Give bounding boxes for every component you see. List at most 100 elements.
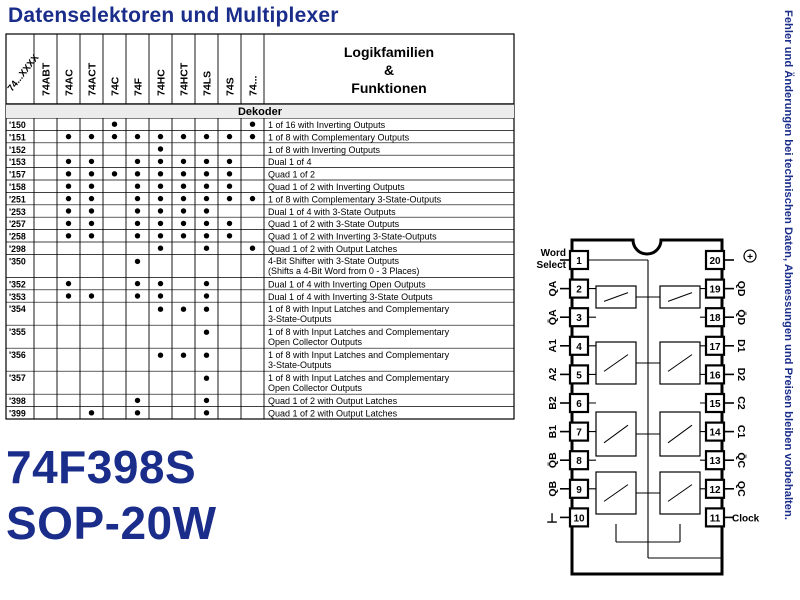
function-description: Quad 1 of 2 with Inverting 3-State-Outpu… [268, 232, 437, 242]
pin-label: Q̄B [547, 452, 559, 468]
availability-dot [111, 171, 118, 177]
availability-dot [65, 133, 72, 140]
availability-dot [180, 183, 187, 189]
availability-dot [203, 245, 210, 251]
pin-number: 1 [576, 256, 582, 267]
part-code: '257 [9, 219, 26, 229]
pin-label: D1 [735, 339, 747, 353]
column-header: 74HCT [179, 62, 191, 96]
function-description: 1 of 8 with Complementary 3-State-Output… [268, 194, 442, 204]
availability-dot [203, 410, 210, 416]
availability-dot [134, 220, 141, 227]
pin-number: 11 [710, 513, 721, 524]
pin-number: 16 [709, 370, 721, 381]
availability-dot [88, 171, 95, 177]
availability-dot [226, 133, 233, 140]
pin-label: A2 [547, 368, 559, 382]
availability-dot [88, 133, 95, 140]
part-code: '157 [9, 170, 26, 180]
availability-dot [157, 171, 164, 177]
pin-label: QC [735, 481, 747, 497]
column-header: 74ACT [87, 62, 99, 96]
function-description: Quad 1 of 2 with Output Latches [268, 409, 398, 419]
side-note: Fehler und Änderungen bei technischen Da… [779, 10, 797, 595]
function-description: 3-State-Outputs [268, 314, 332, 324]
function-description: 1 of 8 with Complementary Outputs [268, 132, 410, 142]
part-code: '153 [9, 157, 26, 167]
availability-dot [65, 280, 72, 287]
availability-dot [157, 293, 164, 299]
pin-number: 2 [576, 285, 582, 296]
pin-number: 17 [709, 342, 721, 353]
mux-switch [667, 424, 693, 444]
column-header: 74S [225, 77, 237, 96]
pin-number: 5 [576, 370, 582, 381]
mux-switch [603, 484, 629, 502]
pin-number: 3 [576, 313, 582, 324]
mux-switch [667, 484, 693, 502]
pin-number: 19 [709, 285, 721, 296]
availability-dot [134, 171, 141, 177]
availability-dot [134, 195, 141, 202]
availability-dot [203, 183, 210, 189]
column-header: 74ABT [41, 62, 53, 96]
part-code: '356 [9, 350, 26, 360]
pin-label: B2 [547, 396, 559, 410]
availability-dot [180, 133, 187, 140]
part-number: 74F398S [6, 441, 197, 493]
pin-number: 7 [576, 428, 582, 439]
availability-dot [157, 245, 164, 251]
function-description: 1 of 8 with Inverting Outputs [268, 145, 381, 155]
availability-dot [203, 220, 210, 227]
section-label: Dekoder [238, 106, 283, 118]
availability-dot [88, 220, 95, 227]
availability-dot [180, 233, 187, 239]
part-code: '357 [9, 373, 26, 383]
table-frame [5, 33, 515, 420]
availability-dot [88, 208, 95, 214]
side-note-text: Fehler und Änderungen bei technischen Da… [782, 10, 794, 520]
part-code: '253 [9, 207, 26, 217]
availability-dot [157, 146, 164, 152]
availability-dot [203, 280, 210, 287]
page-title: Datenselektoren und Multiplexer [8, 4, 339, 27]
column-header: 74AC [64, 69, 76, 96]
availability-dot [203, 133, 210, 140]
function-description: 1 of 8 with Input Latches and Complement… [268, 304, 450, 314]
part-code: '150 [9, 120, 26, 130]
availability-dot [65, 171, 72, 177]
availability-dot [180, 208, 187, 214]
part-code: '398 [9, 396, 26, 406]
availability-dot [249, 133, 256, 140]
availability-dot [226, 183, 233, 189]
function-header-line: & [384, 62, 394, 78]
availability-dot [65, 220, 72, 227]
pin-label: Q̄D [735, 309, 747, 325]
pin-label: Select [537, 260, 567, 271]
availability-dot [88, 195, 95, 202]
availability-dot [203, 208, 210, 214]
availability-dot [203, 352, 210, 358]
mux-switch [667, 354, 693, 372]
availability-dot [65, 293, 72, 299]
availability-dot [88, 233, 95, 239]
part-code: '353 [9, 292, 26, 302]
function-description: 1 of 16 with Inverting Outputs [268, 120, 386, 130]
availability-dot [111, 133, 118, 140]
availability-dot [226, 171, 233, 177]
availability-dot [157, 195, 164, 202]
availability-dot [226, 195, 233, 202]
part-code: '355 [9, 327, 26, 337]
pin-number: 20 [709, 256, 721, 267]
function-description: Quad 1 of 2 with Output Latches [268, 244, 398, 254]
availability-dot [157, 158, 164, 165]
availability-dot [88, 183, 95, 189]
availability-dot [203, 329, 210, 335]
function-description: 1 of 8 with Input Latches and Complement… [268, 327, 450, 337]
pin-number: 4 [576, 342, 582, 353]
function-description: Open Collector Outputs [268, 383, 363, 393]
pin-number: 14 [709, 428, 721, 439]
pin-number: 12 [709, 485, 721, 496]
